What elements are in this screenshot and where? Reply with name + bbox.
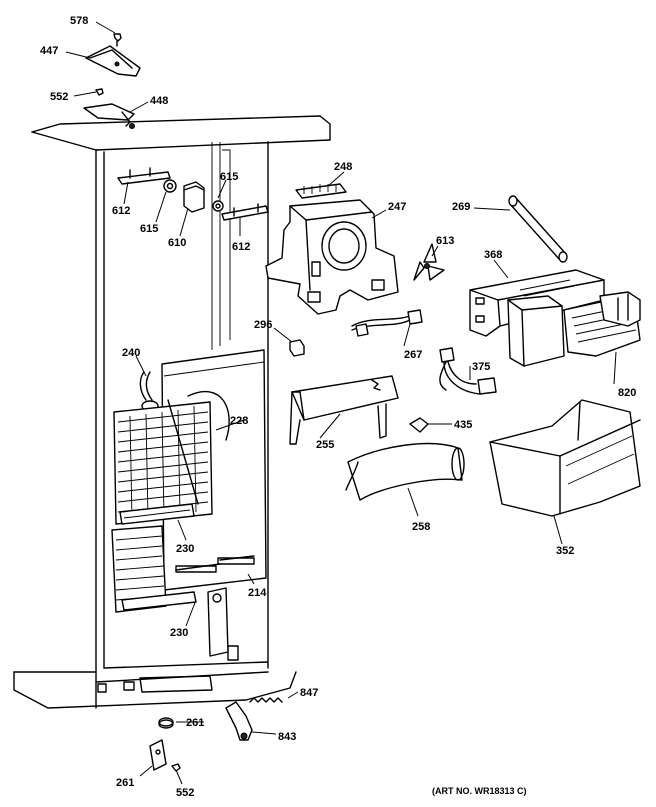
label-612-left: 612 <box>112 205 130 217</box>
part-612-bracket-left <box>117 167 171 185</box>
label-552-top: 552 <box>50 91 68 103</box>
part-230-heater-lower <box>111 525 197 613</box>
label-258: 258 <box>412 521 430 533</box>
label-610: 610 <box>168 237 186 249</box>
part-447-cover <box>85 45 141 77</box>
part-258-chute-cover <box>345 442 465 501</box>
duct-channel <box>207 587 229 657</box>
part-578-screw <box>113 33 122 47</box>
part-552-screw-bottom <box>171 763 181 772</box>
label-613: 613 <box>436 235 454 247</box>
part-296-clip <box>289 339 305 357</box>
label-296: 296 <box>254 319 272 331</box>
label-615-upper: 615 <box>220 171 238 183</box>
label-448: 448 <box>150 95 168 107</box>
part-number-labels: 578 447 552 448 248 247 269 615 612 615 … <box>40 15 636 799</box>
part-435-clip <box>409 417 429 433</box>
label-447: 447 <box>40 45 58 57</box>
part-612-bracket-right <box>221 203 269 221</box>
label-612-right: 612 <box>232 241 250 253</box>
label-847: 847 <box>300 687 318 699</box>
part-267-wire-harness <box>351 309 423 337</box>
label-261-upper: 261 <box>186 717 204 729</box>
part-610-switch <box>183 181 205 213</box>
label-228: 228 <box>230 415 248 427</box>
label-230-lower: 230 <box>170 627 188 639</box>
part-615-grommet-right <box>212 200 224 212</box>
part-261-hinge-bracket <box>149 739 167 771</box>
label-615-lower: 615 <box>140 223 158 235</box>
part-615-grommet-left <box>163 179 177 193</box>
label-435: 435 <box>454 419 472 431</box>
part-448-bracket <box>83 103 135 129</box>
label-820: 820 <box>618 387 636 399</box>
label-368: 368 <box>484 249 502 261</box>
part-613-fan-blade <box>413 243 445 281</box>
part-847-spring <box>249 697 283 703</box>
part-247-fan-housing <box>265 199 399 315</box>
label-843: 843 <box>278 731 296 743</box>
label-261-lower: 261 <box>116 777 134 789</box>
part-552-screw-top <box>95 88 104 96</box>
label-240: 240 <box>122 347 140 359</box>
art-number: (ART NO. WR18313 C) <box>432 786 527 796</box>
leader-lines <box>65 21 617 785</box>
part-255-shroud-bracket <box>289 375 399 445</box>
part-261-roller <box>158 717 174 729</box>
part-375-wire-harness <box>439 347 497 395</box>
label-352: 352 <box>556 545 574 557</box>
part-228-evaporator-coil <box>113 390 230 525</box>
cabinet-liner <box>13 115 331 709</box>
label-248: 248 <box>334 161 352 173</box>
part-240-sensor <box>139 371 159 412</box>
part-230-heater-upper <box>119 503 195 525</box>
label-269: 269 <box>452 201 470 213</box>
label-552-bottom: 552 <box>176 787 194 799</box>
label-267: 267 <box>404 349 422 361</box>
label-578: 578 <box>70 15 88 27</box>
label-247: 247 <box>388 201 406 213</box>
label-255: 255 <box>316 439 334 451</box>
part-843-lever <box>225 701 253 741</box>
part-820-icemaker-assembly <box>507 291 641 367</box>
part-248-harness-clip <box>295 183 347 199</box>
label-375: 375 <box>472 361 490 373</box>
label-230-upper: 230 <box>176 543 194 555</box>
part-269-fill-tube <box>508 195 568 263</box>
label-214: 214 <box>248 587 267 599</box>
part-352-ice-bucket <box>489 399 641 517</box>
